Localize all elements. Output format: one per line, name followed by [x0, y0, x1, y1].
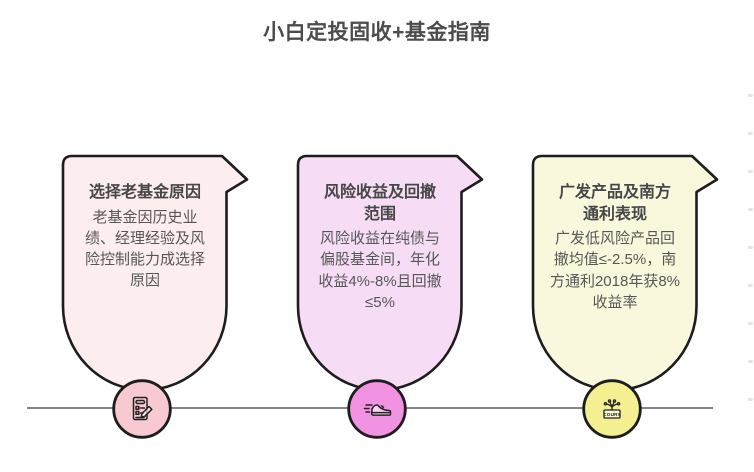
card-text-block: 选择老基金原因 老基金因历史业绩、经理经验及风险控制能力成选择原因 — [74, 182, 216, 292]
bubble-outline — [531, 154, 719, 392]
speech-bubble-shape — [531, 154, 719, 392]
sign-label-text: COURY — [603, 412, 620, 417]
edge-dot — [748, 322, 753, 325]
page-title: 小白定投固收+基金指南 — [263, 21, 491, 44]
card-old-fund-selection: 选择老基金原因 老基金因历史业绩、经理经验及风险控制能力成选择原因 — [61, 154, 251, 396]
edge-dot — [748, 360, 753, 363]
card-title: 广发产品及南方通利表现 — [558, 184, 671, 223]
speech-bubble-shape — [61, 154, 249, 392]
card-body: 风险收益在纯债与偏股基金间，年化收益4%-8%且回撤≤5% — [318, 230, 442, 312]
card-product-performance: 广发产品及南方通利表现 广发低风险产品回撤均值≤-2.5%，南方通利2018年获… — [531, 154, 721, 396]
card-body: 老基金因历史业绩、经理经验及风险控制能力成选择原因 — [84, 208, 205, 290]
edge-dot — [748, 398, 753, 401]
card-body: 广发低风险产品回撤均值≤-2.5%，南方通利2018年获8%收益率 — [549, 230, 681, 312]
edge-dot — [748, 208, 753, 211]
card-title: 风险收益及回撤范围 — [323, 184, 436, 223]
bubble-outline — [61, 154, 249, 392]
card-title: 选择老基金原因 — [88, 184, 201, 201]
edge-dot — [748, 170, 753, 173]
edge-dot — [748, 246, 753, 249]
checklist-pencil-icon — [112, 379, 172, 439]
edge-dot — [748, 94, 753, 97]
edge-dot — [748, 132, 753, 135]
speech-bubble-shape — [296, 154, 484, 392]
card-risk-return-range: 风险收益及回撤范围 风险收益在纯债与偏股基金间，年化收益4%-8%且回撤≤5% — [296, 154, 486, 396]
running-shoe-icon — [347, 379, 407, 439]
bubble-outline — [296, 154, 484, 392]
network-sign-icon: COURY — [582, 379, 642, 439]
card-text-block: 风险收益及回撤范围 风险收益在纯债与偏股基金间，年化收益4%-8%且回撤≤5% — [309, 182, 451, 313]
edge-dot — [748, 284, 753, 287]
card-text-block: 广发产品及南方通利表现 广发低风险产品回撤均值≤-2.5%，南方通利2018年获… — [544, 182, 686, 313]
